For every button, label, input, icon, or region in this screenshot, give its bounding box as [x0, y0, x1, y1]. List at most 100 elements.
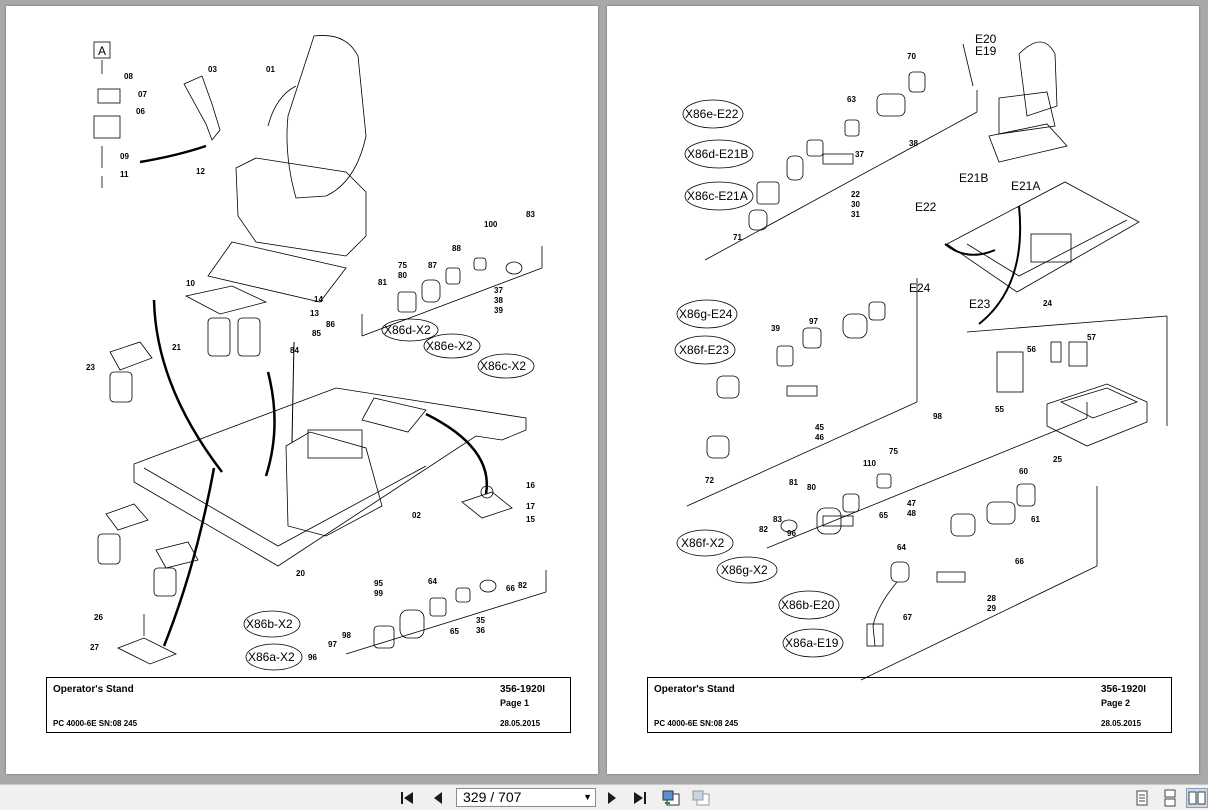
part-number: 06: [136, 107, 145, 116]
two-page-icon: [1188, 791, 1206, 805]
part-number: 64: [428, 577, 437, 586]
part-number: 75: [398, 261, 407, 270]
inset-label: E21A: [1011, 179, 1040, 193]
part-number: 24: [1043, 299, 1052, 308]
part-number: 46: [815, 433, 824, 442]
connector-callout: X86a-X2: [248, 650, 295, 664]
first-page-button[interactable]: [398, 788, 418, 808]
part-number: 80: [807, 483, 816, 492]
part-number: 55: [995, 405, 1004, 414]
connector-callout: X86b-E20: [781, 598, 835, 612]
part-number: 39: [494, 306, 503, 315]
part-number: 14: [314, 295, 323, 304]
part-number: 03: [208, 65, 217, 74]
page-number-input[interactable]: 329 / 707 ▼: [456, 788, 596, 807]
part-number-layer-page-2: 22 24 25 28 29 30 31 37 38 39 45 46 47 4…: [679, 32, 1096, 650]
exploded-parts-drawing-page-1: A: [93, 35, 547, 671]
connector-callout: X86a-E19: [785, 636, 839, 650]
inset-label: E23: [969, 297, 991, 311]
next-page-button[interactable]: [602, 788, 622, 808]
part-number: 38: [909, 139, 918, 148]
part-number: 87: [428, 261, 437, 270]
part-number: 27: [90, 643, 99, 652]
part-number: 39: [771, 324, 780, 333]
part-number: 95: [374, 579, 383, 588]
part-number: 82: [759, 525, 768, 534]
connector-callout: X86c-E21A: [687, 189, 748, 203]
back-view-icon: [662, 790, 680, 806]
part-number: 20: [296, 569, 305, 578]
document-number: 356-1920I: [500, 684, 546, 695]
part-number: 86: [326, 320, 335, 329]
part-number: 26: [94, 613, 103, 622]
part-number: 37: [494, 286, 503, 295]
document-number: 356-1920I: [1101, 684, 1147, 695]
part-number: 15: [526, 515, 535, 524]
part-number: 37: [855, 150, 864, 159]
part-number: 83: [773, 515, 782, 524]
last-page-icon: [634, 792, 646, 804]
part-number: 36: [476, 626, 485, 635]
part-number: 97: [328, 640, 337, 649]
single-page-icon: [1136, 790, 1148, 806]
document-page-2: 22 24 25 28 29 30 31 37 38 39 45 46 47 4…: [607, 6, 1199, 774]
connector-callout: X86e-E22: [685, 107, 739, 121]
part-number: 21: [172, 343, 181, 352]
part-number: 48: [907, 509, 916, 518]
part-number: 65: [879, 511, 888, 520]
part-number: 98: [933, 412, 942, 421]
part-number: 88: [452, 244, 461, 253]
inset-label: E19: [975, 44, 997, 58]
next-page-icon: [608, 792, 616, 804]
prev-page-icon: [434, 792, 442, 804]
two-page-view-button[interactable]: [1186, 788, 1208, 808]
part-number: 70: [907, 52, 916, 61]
inset-label: E21B: [959, 171, 988, 185]
part-number: 84: [290, 346, 299, 355]
inset-label: E22: [915, 200, 937, 214]
chevron-down-icon[interactable]: ▼: [583, 792, 592, 802]
connector-callout: X86c-X2: [480, 359, 526, 373]
part-number: 96: [787, 529, 796, 538]
page-label: Page 2: [1101, 698, 1131, 708]
part-number: 28: [987, 594, 996, 603]
drawing-date: 28.05.2015: [1101, 719, 1142, 728]
part-number: 83: [526, 210, 535, 219]
part-number: 22: [851, 190, 860, 199]
part-number: 80: [398, 271, 407, 280]
part-number: 64: [897, 543, 906, 552]
part-number: 13: [310, 309, 319, 318]
forward-view-icon: [692, 790, 710, 806]
single-page-view-button[interactable]: [1132, 788, 1152, 808]
part-number: 97: [809, 317, 818, 326]
part-number: 25: [1053, 455, 1062, 464]
connector-callout: X86f-E23: [679, 343, 729, 357]
continuous-view-button[interactable]: [1160, 788, 1180, 808]
part-number: 56: [1027, 345, 1036, 354]
last-page-button[interactable]: [630, 788, 650, 808]
connector-callout: X86b-X2: [246, 617, 293, 631]
part-number: 12: [196, 167, 205, 176]
part-number: 07: [138, 90, 147, 99]
part-number: 61: [1031, 515, 1040, 524]
part-number: 57: [1087, 333, 1096, 342]
connector-callout: X86f-X2: [681, 536, 725, 550]
part-number: 11: [120, 170, 129, 179]
part-number: 96: [308, 653, 317, 662]
go-forward-view-button[interactable]: [691, 788, 711, 808]
exploded-parts-drawing-page-2: [674, 41, 1168, 681]
title-block-page-1: Operator's Stand 356-1920I Page 1 PC 400…: [46, 677, 571, 733]
connector-callout: X86e-X2: [426, 339, 473, 353]
connector-callout: X86g-X2: [721, 563, 768, 577]
part-number: 09: [120, 152, 129, 161]
part-number: 47: [907, 499, 916, 508]
part-number: 30: [851, 200, 860, 209]
part-number: 82: [518, 581, 527, 590]
go-back-view-button[interactable]: [661, 788, 681, 808]
part-number: 60: [1019, 467, 1028, 476]
previous-page-button[interactable]: [428, 788, 448, 808]
part-number: 02: [412, 511, 421, 520]
inset-label: E24: [909, 281, 931, 295]
drawing-title: Operator's Stand: [654, 684, 735, 695]
viewer-toolbar: 329 / 707 ▼: [0, 784, 1208, 810]
